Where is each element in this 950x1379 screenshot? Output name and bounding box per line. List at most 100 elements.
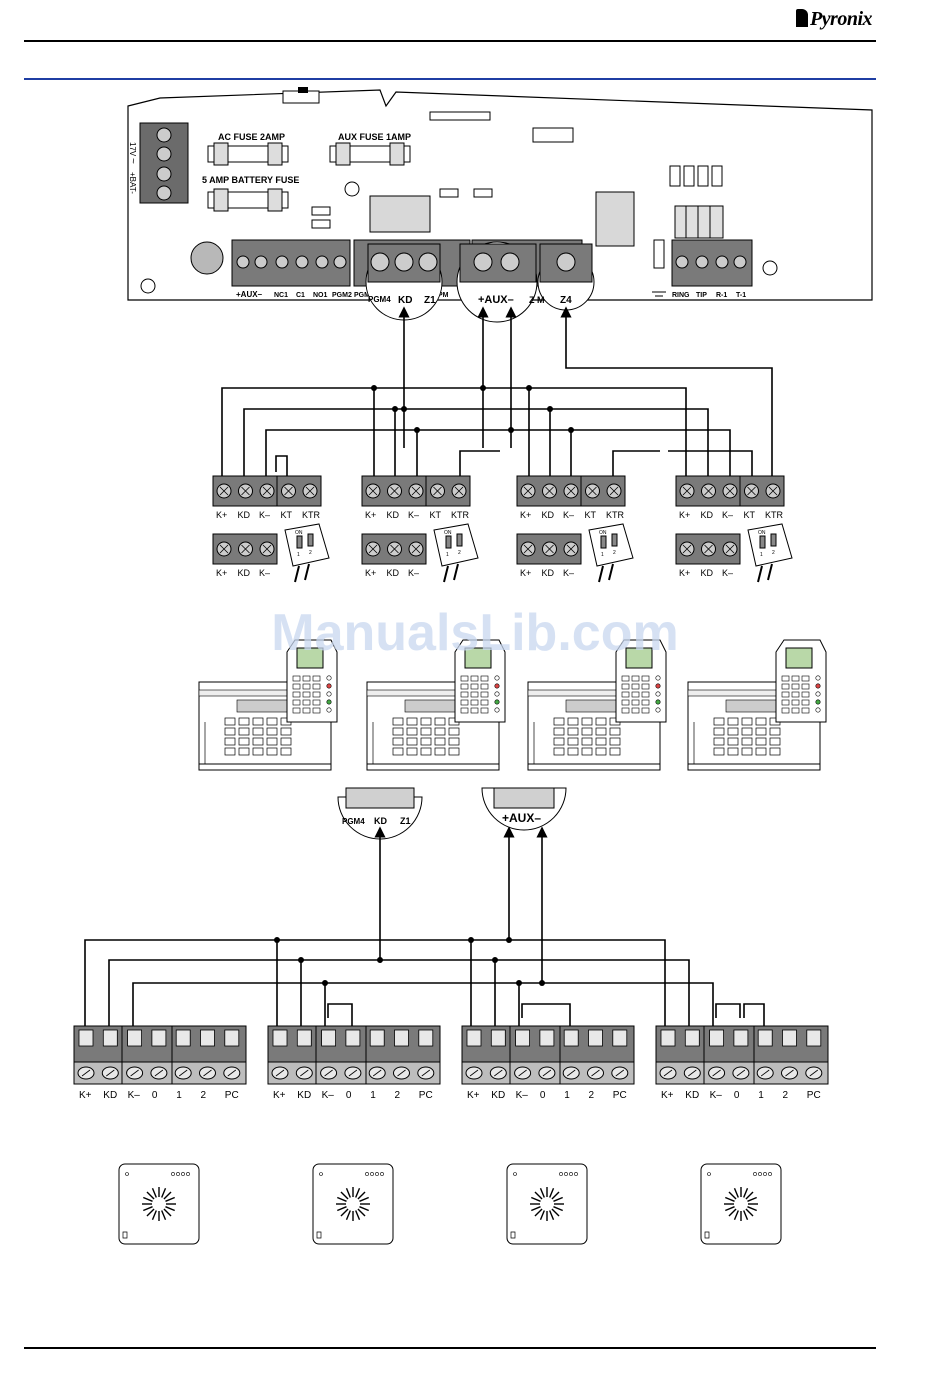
zoom-kd: PGM4 KD Z1 — [365, 243, 443, 321]
keypad-bus-wiring — [221, 306, 773, 476]
brand-logo: Pyronix — [795, 8, 873, 31]
keypad-terminal-label: KT — [281, 510, 293, 520]
expander-terminal-label: K– — [128, 1090, 141, 1101]
keypad-terminal-label: K+ — [520, 510, 531, 520]
zoom-label-kd: KD — [398, 295, 412, 306]
expander-terminal-label: 1 — [370, 1090, 376, 1101]
pcb-label-17v: 17V — [128, 142, 137, 157]
sounder-unit — [700, 1163, 782, 1245]
footer-rule — [24, 1347, 876, 1349]
dip-number: 2 — [613, 550, 616, 556]
ac-fuse-label: AC FUSE 2AMP — [218, 132, 285, 142]
pcb-term-pgm2: PGM2 — [332, 292, 352, 299]
keypad-terminal-label: K– — [408, 510, 419, 520]
dip-number: 2 — [458, 550, 461, 556]
dip-on-label: ON — [599, 530, 607, 536]
zoom-label-z1: Z1 — [424, 295, 436, 306]
expander-terminal-label: K+ — [467, 1090, 480, 1101]
pcb-term-nc1: NC1 — [274, 292, 288, 299]
pcb-term-no1: NO1 — [313, 292, 328, 299]
dip-switch: ON 1 2 — [433, 523, 479, 583]
pcb-term-aux: +AUX– — [236, 290, 263, 299]
expander-terminal-label: K– — [516, 1090, 529, 1101]
expander-terminal-label: 2 — [395, 1090, 401, 1101]
dip-on-label: ON — [758, 530, 766, 536]
expander-terminal-label: 2 — [589, 1090, 595, 1101]
expander-terminal-label: PC — [419, 1090, 433, 1101]
expander-terminal-label: PC — [225, 1090, 239, 1101]
zoom-label-z4: Z4 — [560, 295, 572, 306]
lower-zoom-pgm4: PGM4 — [342, 817, 365, 826]
keypad-terminal-label: KTR — [302, 510, 321, 520]
pcb-term-tip: TIP — [696, 292, 707, 299]
zoom-z4: M Z4 — [537, 243, 595, 311]
lower-zoom-kd-label: KD — [374, 816, 387, 826]
zoom-label-aux: +AUX– — [478, 294, 514, 306]
dip-number: 1 — [446, 552, 449, 558]
keypad-illustrations — [198, 639, 827, 771]
expander-bus-wiring — [84, 826, 765, 1026]
expander-terminal-label: 2 — [201, 1090, 207, 1101]
expander-terminal-label: K– — [322, 1090, 335, 1101]
expander-terminal-label: 0 — [540, 1090, 546, 1101]
expander-terminal-label: 0 — [734, 1090, 740, 1101]
expander-terminal-label: 1 — [758, 1090, 764, 1101]
dip-number: 2 — [772, 550, 775, 556]
pcb-label-bat: +BAT- — [128, 172, 137, 194]
pcb-term-r1: R-1 — [716, 292, 727, 299]
lower-zoom-z1: Z1 — [400, 816, 411, 826]
keypad-terminal-label: KD — [238, 568, 251, 578]
sounder-unit — [506, 1163, 588, 1245]
keypad-terminal-label: K+ — [365, 510, 376, 520]
expander-terminal-label: K+ — [661, 1090, 674, 1101]
keypad-unit — [687, 639, 827, 771]
keypad-terminal-label: KT — [744, 510, 756, 520]
expander-terminal-label: KD — [297, 1090, 311, 1101]
keypad-terminal-label: KD — [701, 510, 714, 520]
pcb-term-c1: C1 — [296, 292, 305, 299]
expander-terminal-label: K+ — [79, 1090, 92, 1101]
lower-zoom-kd: PGM4 KD Z1 — [337, 787, 423, 840]
lower-zoom-aux-label: +AUX– — [502, 811, 541, 825]
dip-number: 1 — [760, 552, 763, 558]
keypad-terminal-label: KT — [430, 510, 442, 520]
zoom-label-pgm4: PGM4 — [368, 295, 391, 304]
keypad-terminal-label: KTR — [451, 510, 470, 520]
keypad-terminal-label: K– — [722, 568, 733, 578]
keypad-terminal-label: K+ — [216, 510, 227, 520]
expander-terminal-label: 1 — [176, 1090, 182, 1101]
expander-terminal-label: 0 — [346, 1090, 352, 1101]
sounder-unit — [118, 1163, 200, 1245]
keypad-terminal-label: K+ — [365, 568, 376, 578]
pcb-term-ring: RING — [672, 292, 690, 299]
keypad-terminal-label: K– — [563, 568, 574, 578]
keypad-terminal-label: KTR — [765, 510, 784, 520]
keypad-terminal-label: K– — [563, 510, 574, 520]
dip-on-label: ON — [444, 530, 452, 536]
keypad-terminal-label: K– — [408, 568, 419, 578]
pcb-term-pm: PM — [438, 292, 449, 299]
keypad-terminal-label: K– — [722, 510, 733, 520]
lower-zoom-aux: +AUX– — [481, 787, 567, 831]
expander-terminal-label: KD — [685, 1090, 699, 1101]
battery-fuse-label: 5 AMP BATTERY FUSE — [202, 175, 299, 185]
keypad-terminal-label: KD — [701, 568, 714, 578]
section-rule — [24, 78, 876, 80]
expander-terminal-label: K– — [710, 1090, 723, 1101]
expander-terminal-label: PC — [613, 1090, 627, 1101]
expander-terminal-label: 0 — [152, 1090, 158, 1101]
sounder-unit — [312, 1163, 394, 1245]
control-panel-pcb: 17V ~ +BAT- AC FUSE 2AMP AUX FUSE 1AMP 5… — [127, 87, 873, 323]
keypad-bus-junctions — [371, 385, 574, 433]
dip-number: 1 — [297, 552, 300, 558]
pcb-label-ac: ~ — [127, 158, 138, 164]
